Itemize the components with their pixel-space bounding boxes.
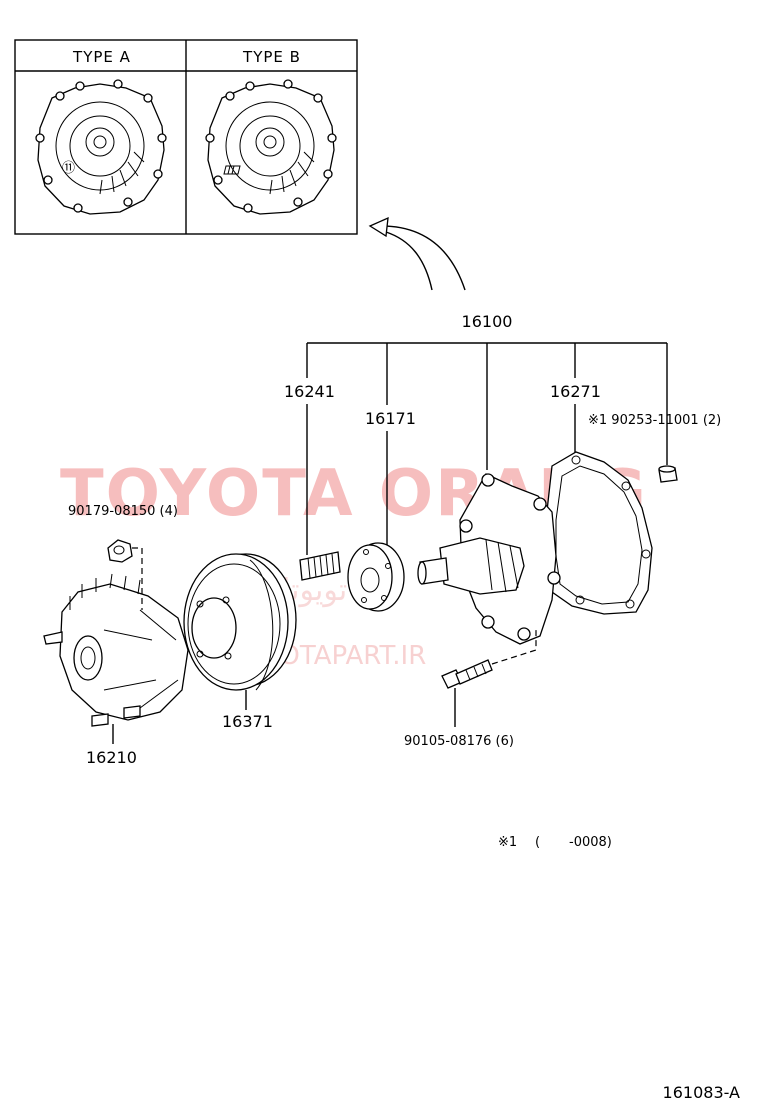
label-nut: 90179-08150 (4) <box>68 504 178 519</box>
label-16371: 16371 <box>222 712 273 731</box>
label-16210: 16210 <box>86 748 137 767</box>
footnote-mark: ※1 <box>498 835 517 850</box>
label-16171: 16171 <box>365 409 416 428</box>
water-pump-body <box>417 473 561 645</box>
footnote-range: ( -0008) <box>535 835 612 850</box>
type-b-pump-face <box>205 79 337 215</box>
svg-text:⑪: ⑪ <box>62 161 75 176</box>
drain-plug <box>658 465 678 483</box>
label-plug: ※1 90253-11001 (2) <box>588 413 721 428</box>
type-b-label: TYPE B <box>242 48 301 66</box>
pulley-seat-flange <box>347 542 405 612</box>
hex-nut <box>107 539 133 563</box>
type-a-pump-face: ⑪ <box>35 79 167 215</box>
label-16271: 16271 <box>550 382 601 401</box>
type-a-label: TYPE A <box>72 48 131 66</box>
diagram-code: 161083-A <box>663 1083 741 1102</box>
label-bolt: 90105-08176 (6) <box>404 734 514 749</box>
type-inset: TYPE A TYPE B ⑪ <box>14 39 358 235</box>
assembly-bracket: 16100 <box>306 312 668 470</box>
label-16241: 16241 <box>284 382 335 401</box>
stud-bolt <box>299 551 341 581</box>
fan-coupling <box>43 573 189 727</box>
mounting-bolt <box>441 659 493 689</box>
label-16100: 16100 <box>462 312 513 331</box>
fan-pulley <box>183 553 297 691</box>
inset-pointer-arrow <box>368 216 466 291</box>
